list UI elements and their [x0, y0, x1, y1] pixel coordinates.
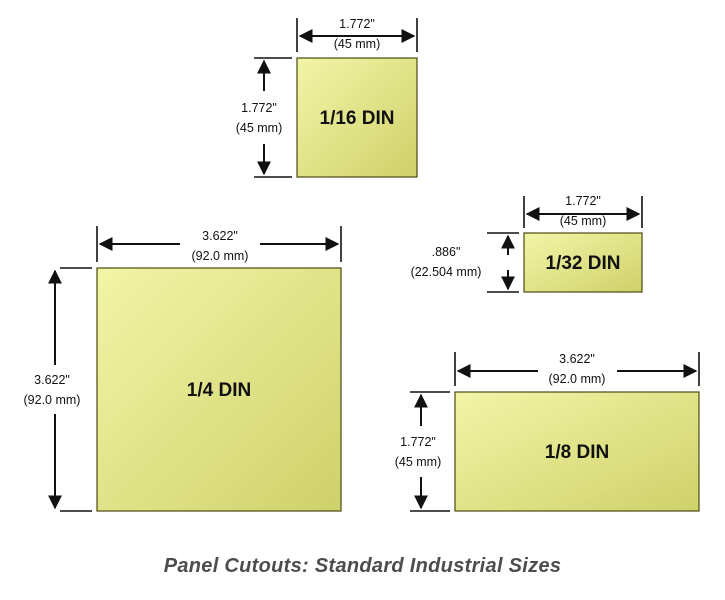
panel-1-32-din-label: 1/32 DIN: [546, 253, 621, 274]
width-mm: (92.0 mm): [192, 249, 249, 263]
width-mm: (45 mm): [334, 37, 381, 51]
width-mm: (92.0 mm): [549, 372, 606, 386]
panel-1-8-din-label: 1/8 DIN: [545, 442, 609, 463]
height-inches: 3.622": [34, 373, 70, 387]
panel-1-4-din: 1/4 DIN 3.622" (92.0 mm) 3.622" (92.0 mm…: [24, 226, 342, 512]
width-inches: 1.772": [339, 17, 375, 31]
height-inches: 1.772": [241, 101, 277, 115]
height-inches: 1.772": [400, 435, 436, 449]
panel-1-16-din-label: 1/16 DIN: [320, 108, 395, 129]
panel-1-8-din: 1/8 DIN 3.622" (92.0 mm) 1.772" (45 mm): [395, 352, 700, 512]
height-mm: (22.504 mm): [411, 265, 482, 279]
width-inches: 1.772": [565, 194, 601, 208]
height-inches: .886": [432, 245, 461, 259]
panel-1-32-din: 1/32 DIN 1.772" (45 mm) .886" (22.504 mm…: [411, 194, 643, 293]
panel-1-4-din-label: 1/4 DIN: [187, 380, 251, 401]
height-mm: (45 mm): [236, 121, 283, 135]
width-inches: 3.622": [559, 352, 595, 366]
width-inches: 3.622": [202, 229, 238, 243]
width-mm: (45 mm): [560, 214, 607, 228]
diagram-caption: Panel Cutouts: Standard Industrial Sizes: [163, 555, 562, 577]
height-mm: (92.0 mm): [24, 393, 81, 407]
panel-1-16-din-rect: [296, 57, 418, 178]
panel-1-16-din: 1/16 DIN 1.772" (45 mm) 1.772" (45 mm): [236, 17, 418, 178]
height-mm: (45 mm): [395, 455, 442, 469]
panel-1-4-din-rect: [96, 267, 342, 512]
panel-1-8-din-rect: [454, 391, 700, 512]
panel-1-32-din-rect: [523, 232, 643, 293]
